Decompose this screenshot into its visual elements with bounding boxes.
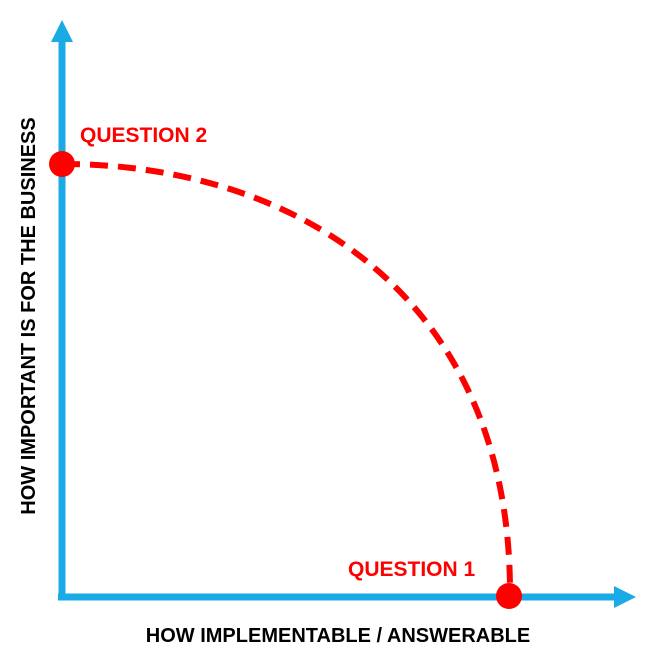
- question-1-point: [496, 583, 522, 609]
- question-2-point: [49, 151, 75, 177]
- y-axis-arrowhead: [51, 20, 73, 42]
- y-axis-label: HOW IMPORTANT IS FOR THE BUSINESS: [18, 117, 40, 514]
- x-axis-label: HOW IMPLEMENTABLE / ANSWERABLE: [146, 625, 530, 647]
- frontier-curve: [61, 161, 513, 593]
- x-axis-arrowhead: [614, 586, 636, 608]
- question-2-label: QUESTION 2: [80, 124, 207, 147]
- question-1-label: QUESTION 1: [348, 558, 476, 581]
